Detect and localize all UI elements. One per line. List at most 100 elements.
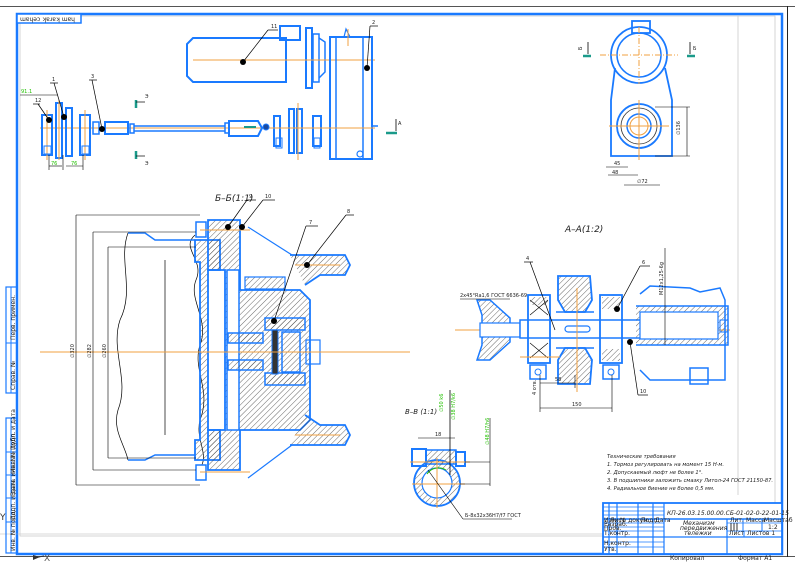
cut-label-b-left: Б bbox=[578, 46, 584, 50]
side-view[interactable]: Б Б ∅136 45 48 ∅72 bbox=[578, 20, 697, 186]
leader-label-10: 10 bbox=[265, 194, 271, 200]
dim-d50-k6: ∅50 k6 bbox=[439, 394, 445, 412]
left-side-strip bbox=[5, 286, 18, 554]
title-block[interactable]: КП-26.03.15.00.00.СБ-01-02-0-22-01-15 Ме… bbox=[602, 502, 793, 562]
electric-motor bbox=[186, 25, 375, 89]
cut-label-b-right: Б bbox=[693, 46, 697, 52]
plan-leaders: 12 1 3 11 2 bbox=[33, 20, 378, 132]
section-bb-title: Б–Б(1:1) bbox=[215, 194, 253, 204]
dim-150: 150 bbox=[572, 402, 582, 408]
row-label: Разраб. bbox=[604, 521, 628, 528]
copied-label: Копировал bbox=[670, 555, 704, 562]
drawing-designation: КП-26.03.15.00.00.СБ-01-02-0-22-01-15 bbox=[667, 510, 789, 517]
leader-label-2: 2 bbox=[372, 20, 375, 26]
technical-requirements: Технические требования 1. Тормоз регулир… bbox=[607, 454, 773, 492]
col-header: № докум. bbox=[620, 517, 650, 524]
row-label: Пров. bbox=[604, 525, 622, 532]
leader-label-11: 11 bbox=[271, 24, 277, 30]
cut-label-e-bottom: Э bbox=[145, 161, 149, 167]
spline-note: Б-8х32х36Н7/f7 ГОСТ bbox=[465, 513, 522, 519]
side-strip-label: Подп. и дата bbox=[10, 409, 17, 450]
viewport-bottom-border bbox=[0, 556, 795, 557]
sheets-label: Листов 1 bbox=[747, 530, 775, 537]
top-left-stamp-text: ɯɐɥǝɔ ʞɐɹɐʞ ɯɐɥ bbox=[20, 16, 75, 23]
dim-48: 48 bbox=[612, 170, 618, 176]
main-plan-view[interactable]: 12 1 3 11 2 91.1 bbox=[20, 20, 402, 170]
brake-coupling bbox=[273, 103, 322, 160]
dim-76-a: 76 bbox=[51, 161, 57, 167]
row-label: Т.контр. bbox=[603, 530, 630, 537]
dim-chamfer-note: 2х45°Rа1,6 ГОСТ 6636-69 bbox=[460, 293, 527, 299]
dim-d320: ∅320 bbox=[70, 344, 76, 358]
sheet-label: Лист bbox=[729, 530, 745, 537]
viewport-right-border bbox=[787, 6, 788, 557]
scale-value: 1:2 bbox=[768, 524, 778, 531]
tech-req-item: 1. Тормоз регулировать на момент 15 Н·м. bbox=[607, 462, 724, 468]
plan-dimensions: 91.1 76 76 bbox=[20, 89, 84, 170]
col-header: Лист bbox=[610, 517, 626, 524]
dim-thread-m12: М12х1,25-6g bbox=[659, 262, 665, 295]
dim-d38-h7k6: ∅38 H7/k6 bbox=[451, 393, 457, 420]
scale-header: Масштаб bbox=[764, 517, 793, 524]
tech-req-title: Технические требования bbox=[607, 454, 676, 460]
dim-d282: ∅282 bbox=[87, 344, 93, 358]
lit-header: Лит. bbox=[730, 517, 744, 524]
cut-marker-a: А bbox=[386, 119, 402, 135]
gearbox bbox=[329, 27, 378, 160]
leader-label-7: 7 bbox=[309, 220, 312, 226]
drive-shaft bbox=[40, 120, 375, 137]
side-strip-label: Справ. № bbox=[10, 361, 17, 390]
tech-req-item: 3. В подшипники заложить смазку Литол-24… bbox=[607, 478, 773, 484]
section-aa-view[interactable]: А–А(1:2) bbox=[439, 225, 730, 412]
leader-label-9: 9 bbox=[249, 194, 252, 200]
cut-label-e-top: Э bbox=[145, 94, 149, 100]
row-label: Н.контр. bbox=[604, 540, 631, 547]
drawing-name-line: тележки bbox=[684, 530, 712, 537]
dim-45: 45 bbox=[614, 161, 620, 167]
y-axis-label: Y bbox=[0, 513, 6, 523]
x-axis-label: X bbox=[44, 554, 50, 564]
side-strip-label: Перв. примен. bbox=[10, 295, 17, 340]
dim-76-b: 76 bbox=[71, 161, 77, 167]
format-label: Формат А1 bbox=[738, 555, 772, 562]
top-left-stamp: ɯɐɥǝɔ ʞɐɹɐʞ ɯɐɥ bbox=[16, 13, 82, 24]
section-aa-title: А–А(1:2) bbox=[564, 225, 603, 235]
leader-label-8: 8 bbox=[347, 209, 350, 215]
leader-label-12: 12 bbox=[35, 98, 41, 104]
leader-label-10-aa: 10 bbox=[640, 389, 646, 395]
col-header: Дата bbox=[655, 517, 671, 524]
dim-d72: ∅72 bbox=[637, 179, 648, 185]
side-strip-labels: Перв. примен. Справ. № Подп. и дата Инв.… bbox=[10, 295, 17, 551]
leader-label-6: 6 bbox=[642, 260, 645, 266]
col-header: Изм. bbox=[604, 517, 618, 524]
tech-req-item: 2. Допускаемый люфт не более 1°. bbox=[607, 470, 703, 476]
section-bb-view[interactable]: Б–Б(1:1) bbox=[40, 194, 410, 486]
row-label: Утв. bbox=[604, 546, 617, 553]
dim-d48-h7h6: ∅48 H7/h6 bbox=[485, 418, 491, 445]
side-strip-label: Подп. и дата bbox=[10, 479, 17, 520]
cut-label-a: А bbox=[398, 121, 402, 127]
side-strip-label: Инв. № подл. bbox=[10, 510, 17, 551]
viewport-top-border bbox=[0, 6, 795, 7]
drawing-name-line: Механизм bbox=[683, 520, 715, 527]
leader-label-3: 3 bbox=[91, 74, 94, 80]
leader-label-4: 4 bbox=[526, 256, 529, 262]
cut-markers-e: Э Э bbox=[134, 94, 149, 167]
side-strip-label: Взам. инв. № bbox=[10, 455, 17, 496]
side-strip-label: Инв. № дубл. bbox=[10, 432, 17, 473]
dim-4-holes: 4 отв. bbox=[532, 379, 538, 395]
col-header: Подп. bbox=[641, 517, 659, 524]
leader-label-1: 1 bbox=[52, 77, 55, 83]
dim-18: 18 bbox=[435, 432, 441, 438]
dim-91-1: 91.1 bbox=[21, 89, 32, 95]
drawing-name-line: передвижения bbox=[680, 525, 728, 532]
dim-d260: ∅260 bbox=[102, 344, 108, 358]
wheel-assembly-left bbox=[41, 100, 100, 160]
section-vv-title: В–В (1:1) bbox=[405, 408, 437, 416]
section-vv-view[interactable]: В–В (1:1) 18 ∅38 H7/k6 ∅48 H7/h6 Б-8х32х… bbox=[405, 390, 522, 520]
coordinate-axes-icon: X Y bbox=[0, 513, 50, 564]
mass-header: Масса bbox=[746, 517, 765, 524]
dim-58: 58 bbox=[555, 377, 561, 383]
